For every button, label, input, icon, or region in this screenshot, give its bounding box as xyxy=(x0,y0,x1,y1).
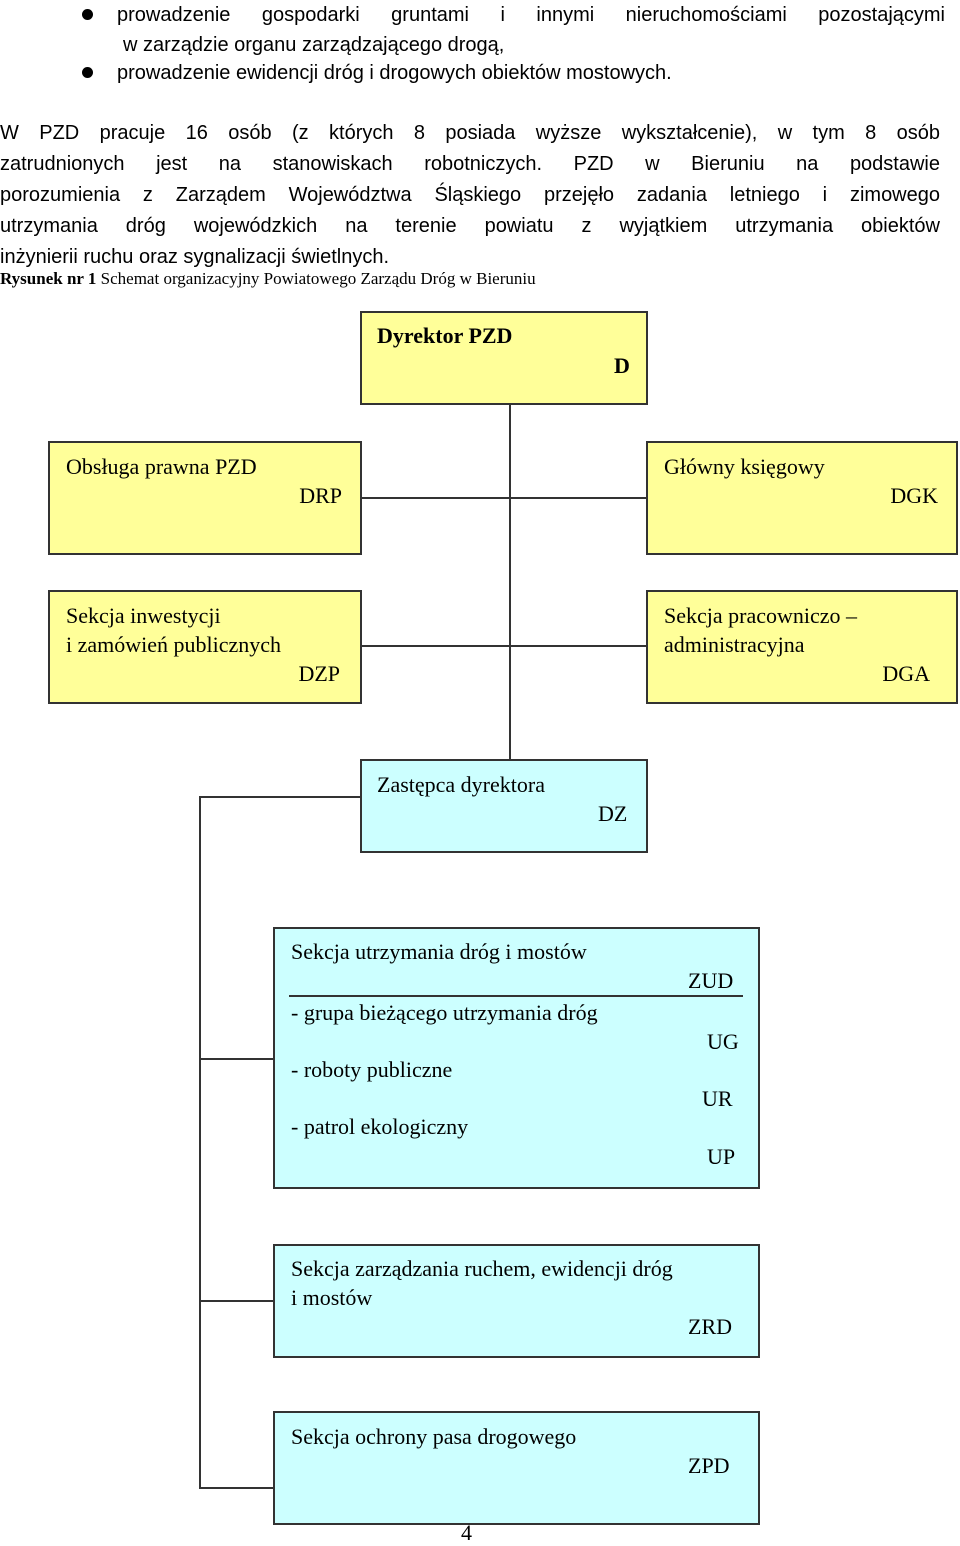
connector-vertical-left xyxy=(199,796,201,1489)
box-code: DZP xyxy=(298,661,340,686)
connector-row1 xyxy=(360,497,648,499)
box-code: DGA xyxy=(882,661,930,686)
box-title: Zastępca dyrektora xyxy=(377,772,545,797)
box-code: ZRD xyxy=(688,1314,732,1339)
section-divider xyxy=(289,995,743,997)
connector-maintenance xyxy=(200,1058,275,1060)
box-code: ZPD xyxy=(688,1453,730,1478)
lane-box: Sekcja ochrony pasa drogowego ZPD xyxy=(273,1411,760,1525)
accountant-box: Główny księgowy DGK xyxy=(646,441,958,555)
hr-box: Sekcja pracowniczo – administracyjna DGA xyxy=(646,590,958,704)
connector-row2 xyxy=(360,645,648,647)
maintenance-box: Sekcja utrzymania dróg i mostów ZUD - gr… xyxy=(273,927,760,1189)
box-code: DRP xyxy=(299,483,342,508)
paragraph-line: W PZD pracuje 16 osób (z których 8 posia… xyxy=(0,122,940,144)
box-title: Dyrektor PZD xyxy=(377,323,513,348)
group-name: - roboty publiczne xyxy=(291,1057,453,1082)
legal-box: Obsługa prawna PZD DRP xyxy=(48,441,362,555)
figure-caption: Rysunek nr 1 Schemat organizacyjny Powia… xyxy=(0,269,536,289)
box-title: Sekcja utrzymania dróg i mostów xyxy=(291,939,587,964)
box-title: administracyjna xyxy=(664,632,805,657)
box-title: i mostów xyxy=(291,1285,373,1310)
figure-title: Schemat organizacyjny Powiatowego Zarząd… xyxy=(96,269,536,288)
bullet-text: prowadzenie ewidencji dróg i drogowych o… xyxy=(117,62,672,84)
bullet-text: w zarządzie organu zarządzającego drogą, xyxy=(123,34,505,56)
box-code: ZUD xyxy=(688,968,734,993)
box-code: DGK xyxy=(890,483,938,508)
body-paragraph: W PZD pracuje 16 osób (z których 8 posia… xyxy=(0,118,940,273)
group-name: - grupa bieżącego utrzymania dróg xyxy=(291,1000,598,1025)
traffic-box: Sekcja zarządzania ruchem, ewidencji dró… xyxy=(273,1244,760,1358)
paragraph-line: porozumienia z Zarządem Województwa Śląs… xyxy=(0,184,940,206)
group-code: UG xyxy=(707,1029,739,1054)
group-name: - patrol ekologiczny xyxy=(291,1114,469,1139)
bullet-text: prowadzenie gospodarki gruntami i innymi… xyxy=(117,4,945,26)
director-box: Dyrektor PZD D xyxy=(360,311,648,405)
box-title: Sekcja pracowniczo – xyxy=(664,603,858,628)
box-title: Sekcja inwestycji xyxy=(66,603,221,628)
box-title: Główny księgowy xyxy=(664,454,825,479)
connector-traffic xyxy=(200,1300,275,1302)
connector-deputy-left xyxy=(200,796,362,798)
investments-box: Sekcja inwestycji i zamówień publicznych… xyxy=(48,590,362,704)
connector-vertical-main xyxy=(509,403,511,761)
deputy-box: Zastępca dyrektora DZ xyxy=(360,759,648,853)
box-title: Sekcja ochrony pasa drogowego xyxy=(291,1424,577,1449)
box-code: DZ xyxy=(598,801,628,826)
group-code: UP xyxy=(707,1144,736,1169)
bullet-dot-icon xyxy=(82,67,93,78)
bullet-dot-icon xyxy=(82,9,93,20)
box-title: i zamówień publicznych xyxy=(66,632,282,657)
group-code: UR xyxy=(702,1086,733,1111)
paragraph-line: zatrudnionych jest na stanowiskach robot… xyxy=(0,153,940,175)
paragraph-line: inżynierii ruchu oraz sygnalizacji świet… xyxy=(0,246,390,268)
connector-lane xyxy=(200,1487,275,1489)
figure-label: Rysunek nr 1 xyxy=(0,269,97,288)
box-title: Obsługa prawna PZD xyxy=(66,454,257,479)
paragraph-line: utrzymania dróg wojewódzkich na terenie … xyxy=(0,215,940,237)
box-code: D xyxy=(614,353,630,378)
page-number: 4 xyxy=(461,1520,472,1545)
box-title: Sekcja zarządzania ruchem, ewidencji dró… xyxy=(291,1256,673,1281)
